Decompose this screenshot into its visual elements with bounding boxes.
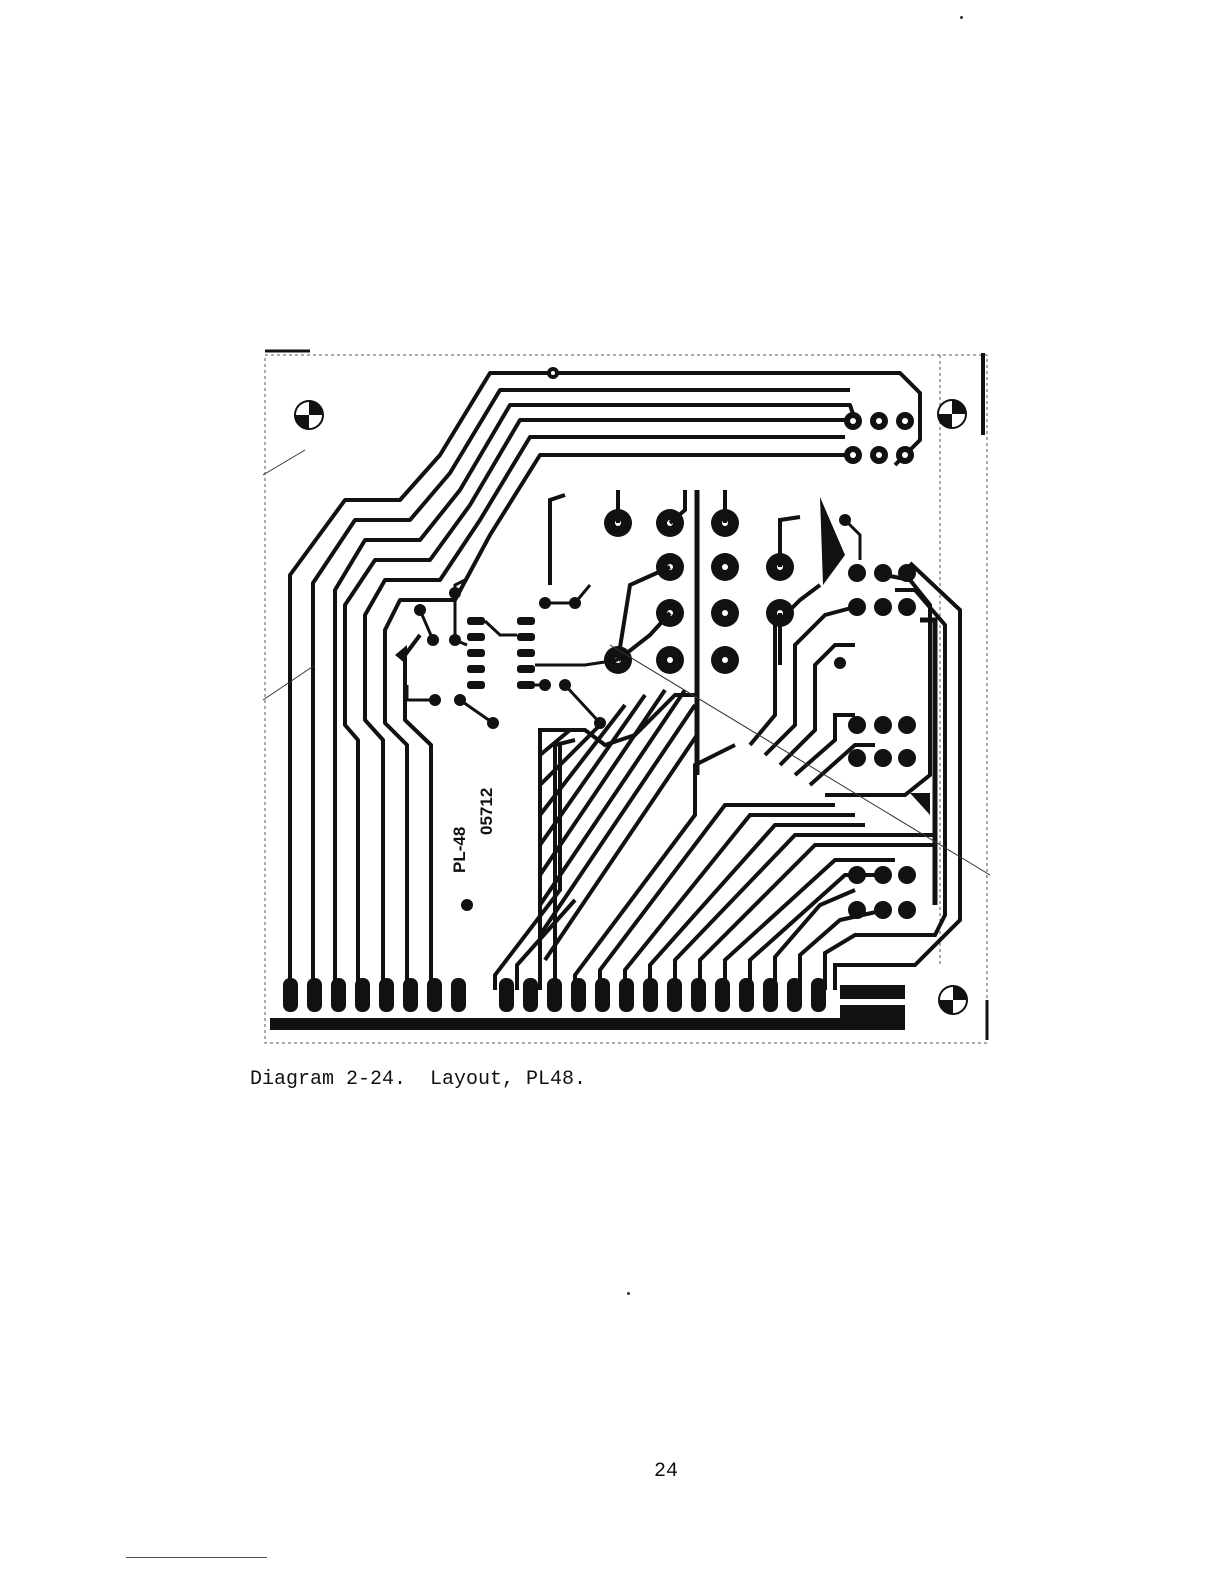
figure-caption: Diagram 2-24. Layout, PL48. <box>250 1068 586 1091</box>
scan-speck <box>627 1292 630 1295</box>
ic-chip <box>467 617 535 689</box>
edge-connector <box>283 978 826 1012</box>
footnote-rule <box>126 1557 267 1558</box>
registration-mark-top-right <box>938 400 966 428</box>
pcb-layout-diagram: PL-48 05712 <box>255 345 1000 1050</box>
right-pads <box>848 564 916 919</box>
page-number: 24 <box>654 1460 678 1483</box>
diode-left <box>395 645 407 665</box>
right-trace-fan <box>495 575 945 990</box>
right-triangle-upper <box>820 497 845 585</box>
registration-mark-bottom-right <box>939 986 967 1014</box>
registration-mark-top-left <box>295 401 323 429</box>
scan-speck <box>960 16 963 19</box>
board-number: 05712 <box>477 788 496 835</box>
left-trace-bundle <box>290 373 920 990</box>
right-triangle-lower <box>910 793 930 815</box>
mounting-hole <box>461 899 473 911</box>
board-label: PL-48 <box>450 827 469 873</box>
connector-block-right <box>840 985 905 1019</box>
connector-ground-bar <box>270 1018 905 1030</box>
